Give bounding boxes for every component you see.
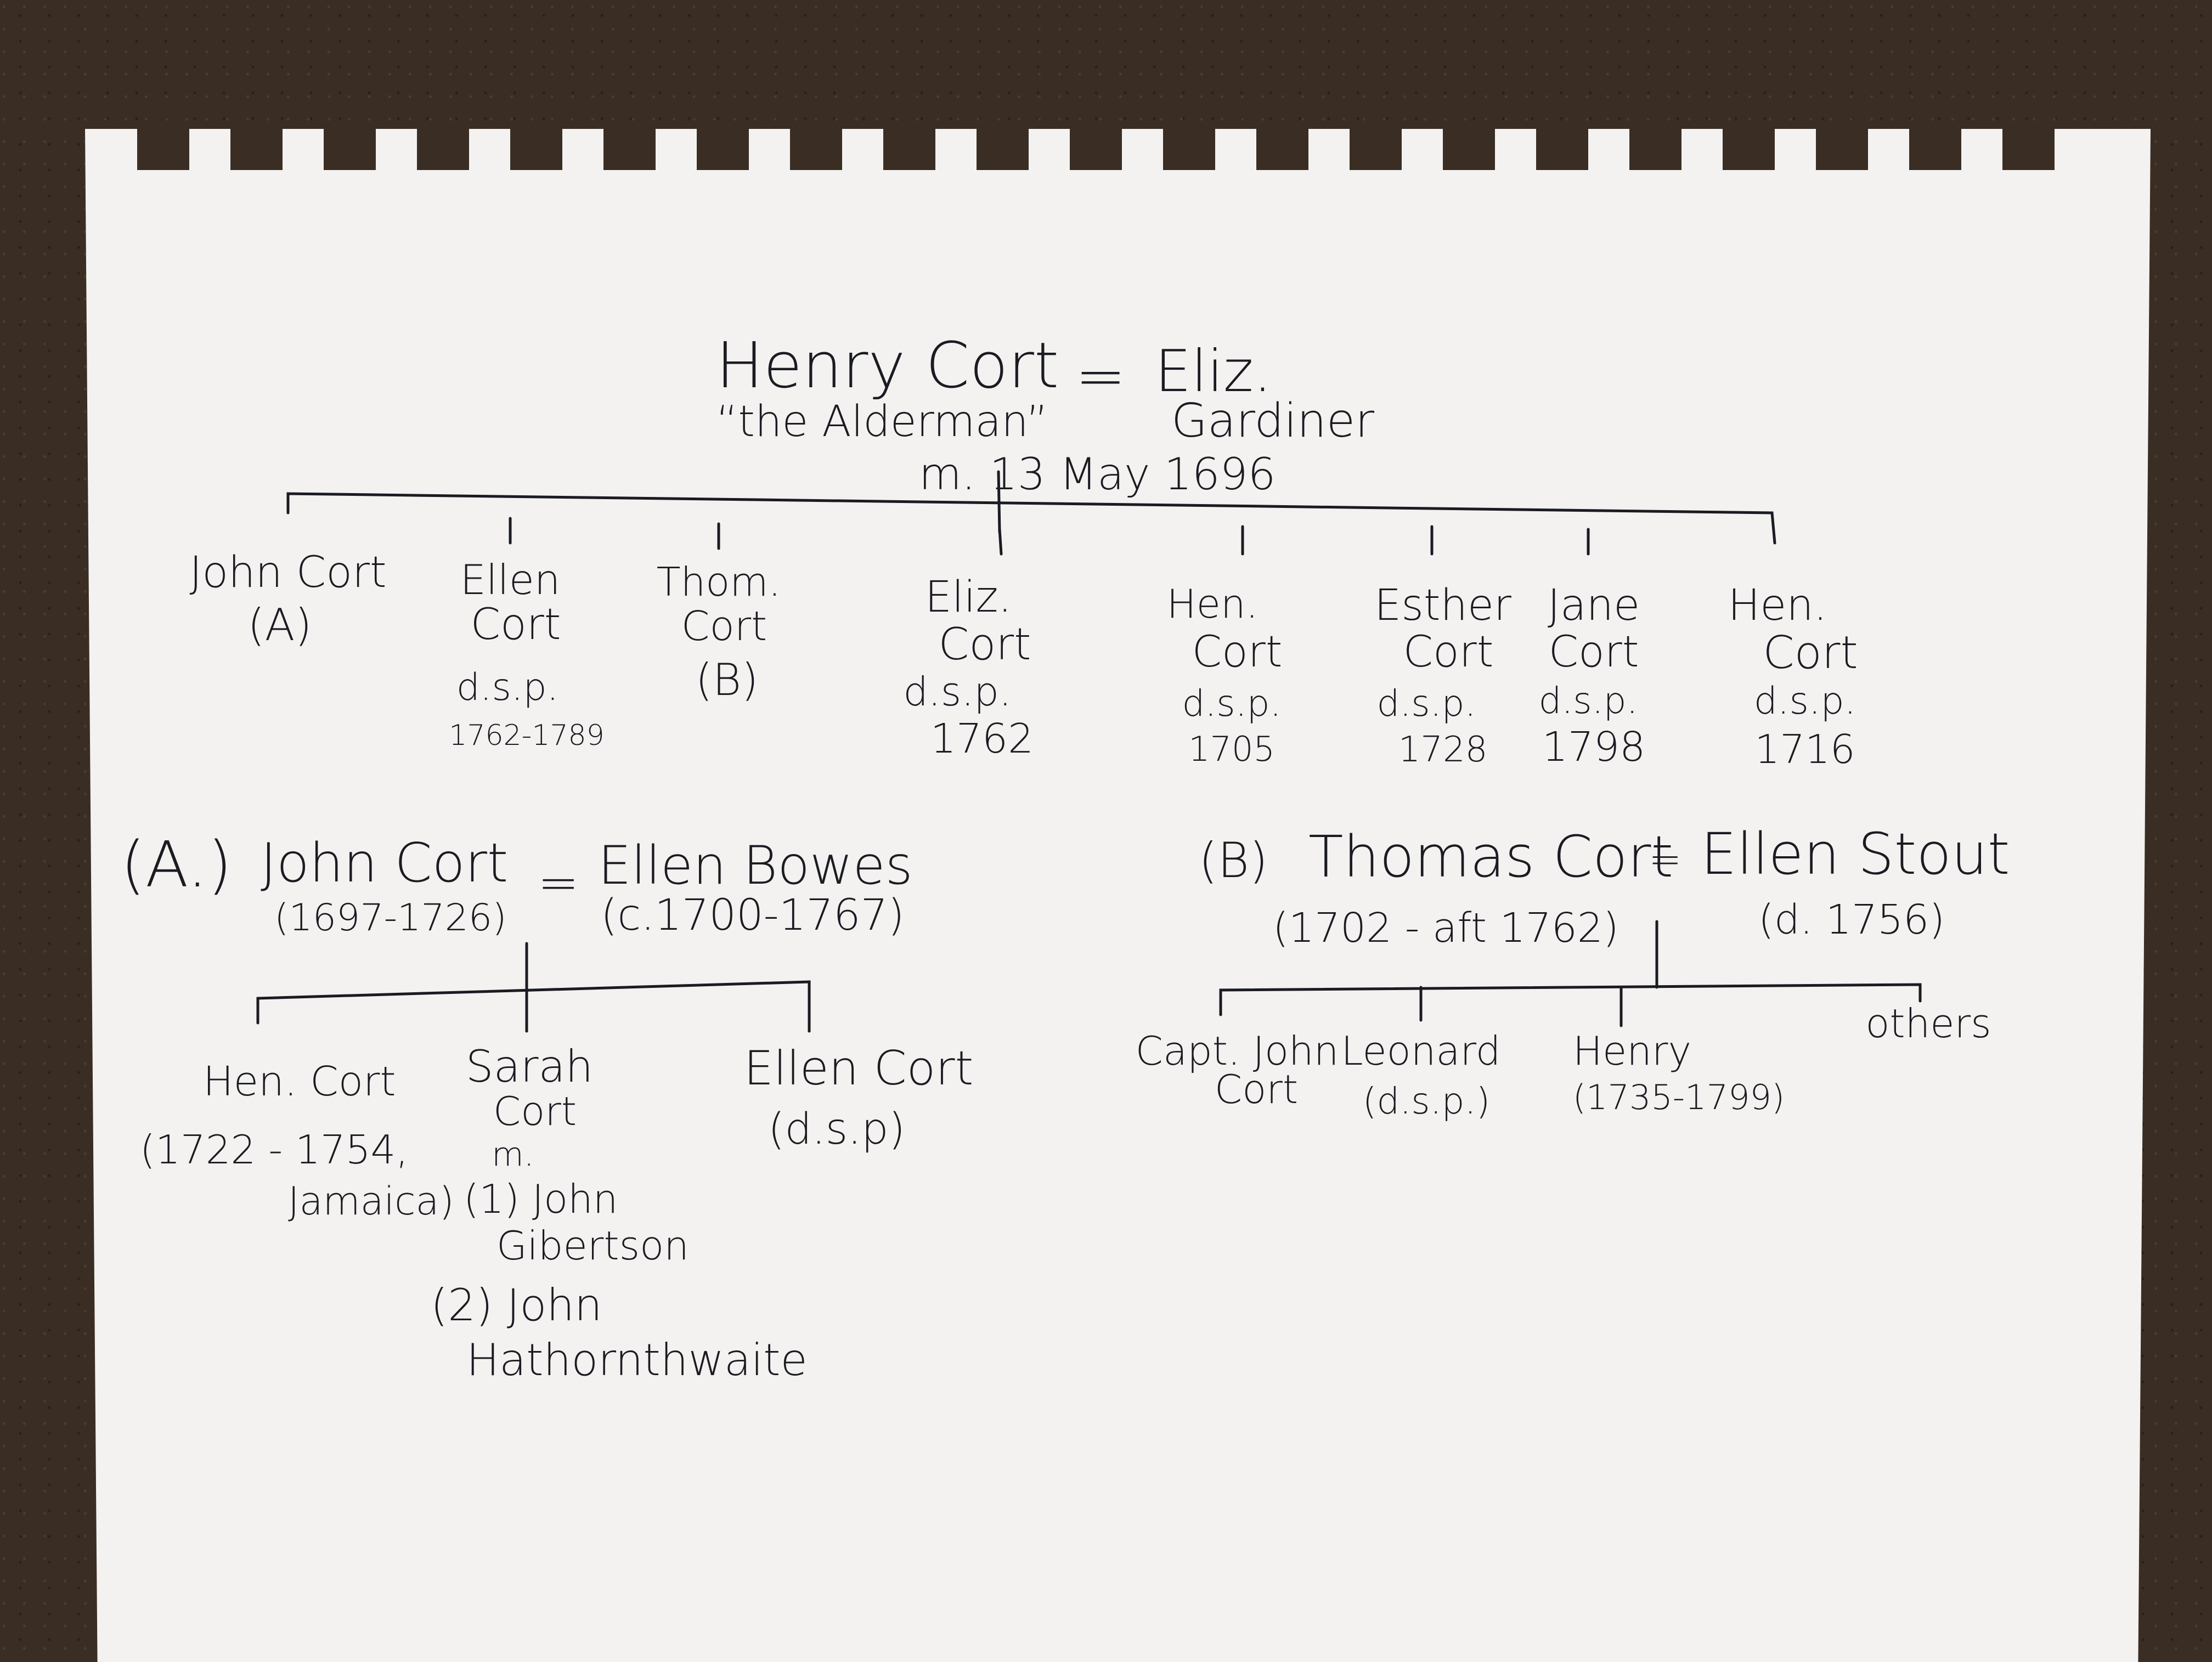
torn-notch bbox=[790, 129, 842, 170]
branch-b-bracket bbox=[1219, 983, 1922, 1016]
root-wife-surname: Gardiner bbox=[1171, 394, 1375, 448]
root-husband-note: “the Alderman” bbox=[716, 397, 1048, 446]
torn-notch bbox=[1629, 129, 1681, 170]
torn-notch bbox=[230, 129, 283, 170]
child-note-line: (d.s.p) bbox=[768, 1105, 906, 1154]
torn-notch bbox=[324, 129, 376, 170]
child-name-line: Cort bbox=[938, 619, 1031, 670]
paper-sheet bbox=[85, 129, 2151, 1662]
torn-notch bbox=[1443, 129, 1495, 170]
branch-a-bracket bbox=[256, 980, 811, 1033]
torn-notch bbox=[697, 129, 749, 170]
child-name-line: Cort bbox=[1403, 628, 1494, 677]
child-note-line: d.s.p. bbox=[903, 669, 1012, 715]
child-note-line: d.s.p. bbox=[1753, 680, 1857, 723]
child-name-line: Henry bbox=[1572, 1028, 1692, 1074]
child-name-line: Hen. bbox=[1166, 581, 1259, 627]
torn-notch bbox=[2002, 129, 2055, 170]
main-bracket bbox=[286, 492, 1776, 545]
main-drop-line bbox=[997, 470, 1001, 534]
child-note-line: d.s.p. bbox=[1376, 682, 1476, 725]
branch-a-husband-dates: (1697-1726) bbox=[274, 896, 507, 940]
root-marriage-date: m. 13 May 1696 bbox=[919, 449, 1276, 500]
child-note-line: d.s.p. bbox=[1182, 682, 1282, 725]
torn-notch bbox=[603, 129, 656, 170]
torn-notch bbox=[1816, 129, 1868, 170]
child-name-line: Cort bbox=[1192, 628, 1283, 677]
child-note-line: (A) bbox=[247, 600, 312, 651]
branch-b-marriage-sign: = bbox=[1649, 836, 1682, 882]
branch-b-wife: Ellen Stout bbox=[1701, 821, 2010, 887]
child-place-line: Jamaica) bbox=[288, 1179, 454, 1224]
child-name-line: Cort bbox=[681, 603, 768, 650]
branch-a-marker: (A.) bbox=[121, 828, 232, 902]
child-dates-line: 1728 bbox=[1398, 730, 1488, 770]
root-husband: Henry Cort bbox=[716, 329, 1059, 403]
torn-notch bbox=[977, 129, 1029, 170]
child-name-line: Ellen Cort bbox=[743, 1041, 974, 1096]
child-dates-line: 1762-1789 bbox=[449, 719, 605, 752]
child-name-line: Capt. John bbox=[1135, 1028, 1339, 1074]
branch-a-husband: John Cort bbox=[261, 832, 509, 895]
child-dates-line: 1798 bbox=[1542, 723, 1646, 771]
child-note-line: (d.s.p.) bbox=[1362, 1080, 1491, 1122]
branch-b-husband: Thomas Cort bbox=[1308, 823, 1674, 890]
branch-a-marriage-sign: = bbox=[538, 854, 579, 912]
child-name-line: Jane bbox=[1547, 581, 1640, 630]
child-name-line: Hen. bbox=[1728, 581, 1827, 630]
child-note-line: d.s.p. bbox=[1538, 680, 1638, 722]
child-name-line: Sarah bbox=[465, 1041, 594, 1092]
child-note-line: m. bbox=[492, 1135, 534, 1174]
root-marriage-sign: = bbox=[1075, 341, 1126, 411]
child-name-line: Cort bbox=[1214, 1066, 1299, 1112]
branch-b-husband-dates: (1702 - aft 1762) bbox=[1273, 905, 1619, 952]
torn-notch bbox=[417, 129, 469, 170]
child-dates-line: (1722 - 1754, bbox=[140, 1127, 409, 1173]
child-dates-line: 1762 bbox=[930, 715, 1034, 762]
torn-notch bbox=[1256, 129, 1308, 170]
spouse-line: Gibertson bbox=[496, 1223, 689, 1269]
torn-notch bbox=[1723, 129, 1775, 170]
root-wife: Eliz. bbox=[1155, 338, 1272, 405]
spouse-line: (2) John bbox=[431, 1280, 602, 1331]
child-dates-line: 1705 bbox=[1188, 729, 1275, 769]
torn-notch bbox=[883, 129, 935, 170]
child-name-line: John Cort bbox=[189, 548, 387, 597]
child-note-line: (B) bbox=[695, 654, 759, 705]
torn-notch bbox=[1070, 129, 1122, 170]
child-name-line: Esther bbox=[1374, 581, 1511, 630]
child-name-line: Cort bbox=[1763, 627, 1858, 679]
branch-a-wife: Ellen Bowes bbox=[598, 835, 913, 896]
child-name-line: Cort bbox=[1548, 628, 1639, 677]
child-dates-line: 1716 bbox=[1754, 726, 1855, 772]
branch-b-marker: (B) bbox=[1199, 832, 1268, 889]
branch-a-wife-dates: (c.1700-1767) bbox=[601, 891, 905, 940]
child-name-line: others bbox=[1865, 1000, 1991, 1047]
torn-notch bbox=[1163, 129, 1215, 170]
torn-spiral-edge bbox=[85, 129, 2151, 195]
child-name-line: Leonard bbox=[1341, 1028, 1501, 1074]
torn-notch bbox=[1350, 129, 1402, 170]
child-name-line: Cort bbox=[493, 1088, 577, 1134]
child-name-line: Eliz. bbox=[924, 573, 1012, 622]
torn-notch bbox=[510, 129, 562, 170]
child-note-line: d.s.p. bbox=[456, 666, 559, 709]
child-name-line: Thom. bbox=[656, 559, 781, 605]
spouse-line: (1) John bbox=[464, 1176, 618, 1222]
child-dates-line: (1735-1799) bbox=[1572, 1077, 1785, 1117]
child-name-line: Cort bbox=[470, 600, 561, 649]
branch-b-wife-dates: (d. 1756) bbox=[1758, 896, 1945, 943]
child-name-line: Hen. Cort bbox=[203, 1058, 396, 1105]
spouse-line: Hathornthwaite bbox=[466, 1335, 808, 1386]
tick-eliz bbox=[998, 528, 1003, 556]
torn-notch bbox=[1536, 129, 1588, 170]
torn-notch bbox=[1909, 129, 1961, 170]
child-name-line: Ellen bbox=[460, 556, 561, 604]
torn-notch bbox=[137, 129, 189, 170]
